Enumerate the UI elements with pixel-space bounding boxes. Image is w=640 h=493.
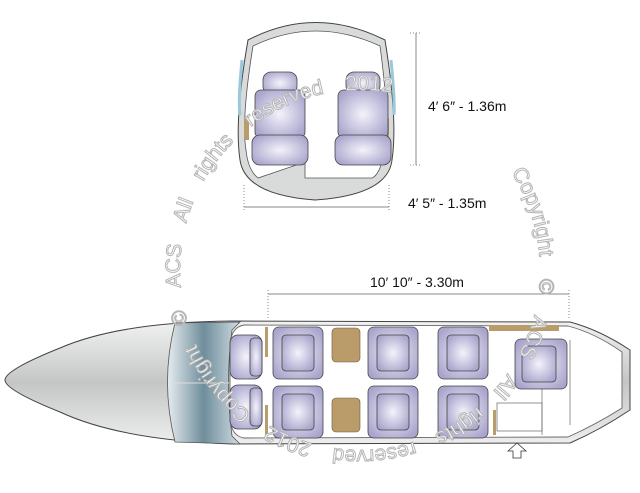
watermark-word: © bbox=[167, 307, 193, 328]
cabin-height-label: 4′ 6″ - 1.36m bbox=[428, 98, 506, 114]
fuselage-plan-view bbox=[4, 290, 631, 459]
seat-fwd-left-bottom bbox=[229, 384, 263, 430]
seat-row2-bottom bbox=[367, 385, 419, 439]
table-bottom bbox=[331, 397, 361, 433]
seat-row1-top bbox=[272, 326, 324, 380]
cross-section-seat-left bbox=[251, 71, 309, 166]
entry-arrow-icon bbox=[506, 442, 528, 459]
seat-row3-bottom bbox=[437, 385, 489, 439]
seat-aft bbox=[514, 338, 568, 390]
table-top bbox=[331, 327, 361, 363]
watermark-word: Copyright bbox=[507, 163, 557, 257]
seat-row1-bottom bbox=[272, 385, 324, 439]
watermark-word: rights bbox=[187, 129, 237, 185]
watermark-word: © bbox=[534, 278, 558, 296]
seat-fwd-left-top bbox=[229, 334, 263, 380]
watermark-word: ACS bbox=[162, 243, 187, 289]
cross-section-seat-right bbox=[334, 71, 392, 166]
seat-row3-top bbox=[437, 326, 489, 380]
seat-row2-top bbox=[367, 326, 419, 380]
watermark-word: All bbox=[169, 195, 198, 225]
cabin-width-label: 4′ 5″ - 1.35m bbox=[408, 195, 486, 211]
cross-section bbox=[237, 22, 420, 210]
seats bbox=[229, 326, 568, 439]
cabin-length-label: 10′ 10″ - 3.30m bbox=[370, 274, 464, 290]
